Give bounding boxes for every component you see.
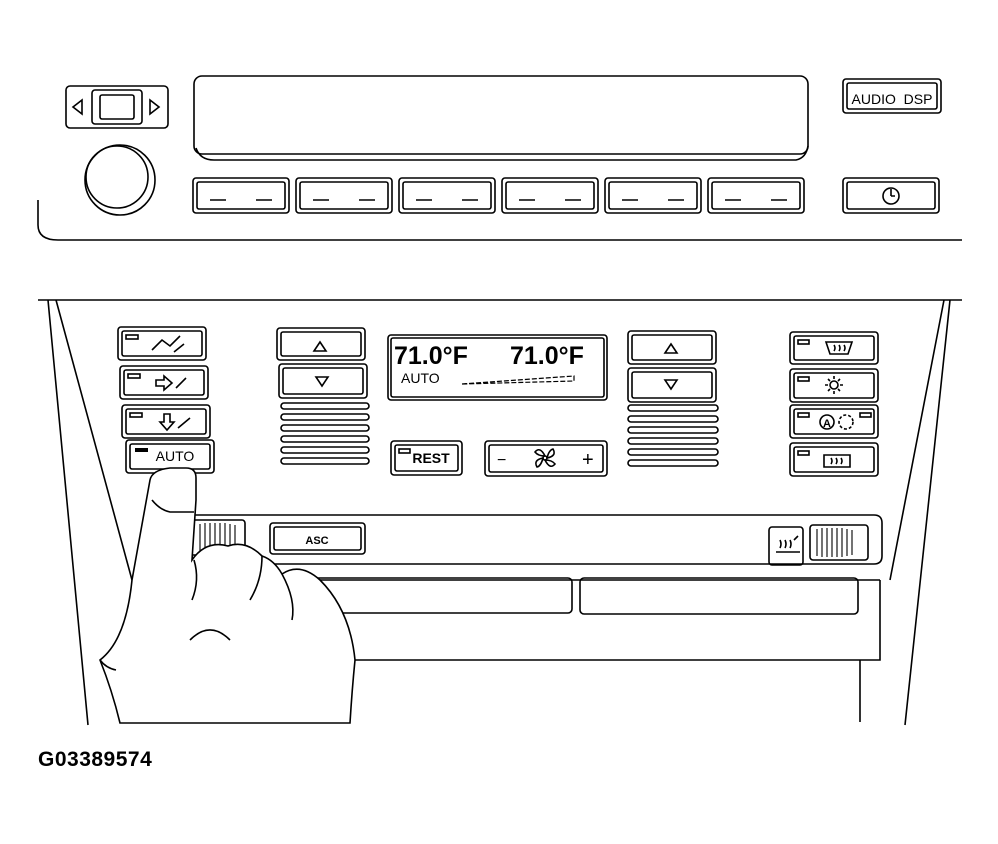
climate-panel: AUTO 71.0°F 71.0°F AUTO <box>38 299 962 726</box>
figure-code: G03389574 <box>38 748 153 771</box>
fan-decrease-label[interactable]: − <box>497 452 506 469</box>
audio-dsp-button[interactable]: AUDIO DSP <box>842 78 942 114</box>
clock-icon <box>882 187 900 205</box>
right-temp-up-button[interactable] <box>627 330 717 365</box>
preset-button-6[interactable] <box>707 177 805 214</box>
center-vent-right <box>579 577 859 615</box>
airflow-face-icon <box>155 374 187 392</box>
vent-floor-button[interactable] <box>121 404 211 439</box>
arrow-left-icon <box>71 98 83 116</box>
climate-display: 71.0°F 71.0°F AUTO <box>387 334 608 401</box>
rear-defrost-icon <box>823 454 851 468</box>
asc-button[interactable]: ASC <box>269 522 366 555</box>
arrow-right-icon <box>149 98 161 116</box>
clock-button[interactable] <box>842 177 940 214</box>
rest-button[interactable]: REST <box>390 440 463 476</box>
radio-housing-outline <box>37 200 962 241</box>
preset-button-5[interactable] <box>604 177 702 214</box>
vent-defrost-button[interactable] <box>117 326 207 361</box>
seat-heater-icon <box>776 535 800 553</box>
windshield-defrost-button[interactable] <box>789 331 879 365</box>
preset-button-2[interactable] <box>295 177 393 214</box>
arrow-down-icon <box>314 376 330 388</box>
auto-label: AUTO <box>156 448 195 464</box>
arrow-down-icon <box>663 379 679 391</box>
arrow-up-icon <box>663 342 679 354</box>
audio-dsp-label: AUDIO DSP <box>852 91 933 107</box>
right-temp-down-button[interactable] <box>627 367 717 403</box>
fan-speed-rocker[interactable]: − + <box>484 440 608 477</box>
arrow-up-icon <box>312 340 328 352</box>
max-ac-button[interactable] <box>789 368 879 403</box>
preset-button-3[interactable] <box>398 177 496 214</box>
radio-display <box>193 75 809 161</box>
left-temp-down-button[interactable] <box>278 363 368 399</box>
right-temp-readout: 71.0°F <box>510 342 584 370</box>
climate-mode-readout: AUTO <box>401 370 440 386</box>
rest-label: REST <box>412 450 450 466</box>
auto-recirculation-icon: A <box>819 414 854 430</box>
asc-label: ASC <box>305 535 328 547</box>
svg-text:A: A <box>823 418 831 430</box>
radio-unit: AUDIO DSP <box>37 75 962 241</box>
right-seat-heat-wheel[interactable] <box>809 524 869 561</box>
nav-rocker-button[interactable] <box>65 85 169 129</box>
airflow-floor-icon <box>158 413 191 432</box>
hand-pressing-auto <box>99 467 356 724</box>
left-temp-up-button[interactable] <box>276 327 366 361</box>
radio-preset-buttons <box>192 177 805 214</box>
preset-button-4[interactable] <box>501 177 599 214</box>
seat-heater-button[interactable] <box>768 526 804 566</box>
fan-increase-label[interactable]: + <box>582 449 594 471</box>
airflow-windshield-icon <box>151 335 185 353</box>
fan-icon <box>533 448 557 468</box>
vent-face-button[interactable] <box>119 365 209 400</box>
recirculation-button[interactable]: A <box>789 404 879 439</box>
lower-strip-outline <box>186 514 883 565</box>
left-temp-readout: 71.0°F <box>394 342 468 370</box>
volume-knob[interactable] <box>84 144 156 216</box>
preset-button-1[interactable] <box>192 177 290 214</box>
windshield-defrost-icon <box>824 341 854 355</box>
rear-defrost-button[interactable] <box>789 442 879 477</box>
left-temp-level-bars <box>280 402 370 465</box>
sun-icon <box>825 376 843 394</box>
right-temp-level-bars <box>627 404 719 467</box>
fan-speed-indicator <box>461 375 575 385</box>
